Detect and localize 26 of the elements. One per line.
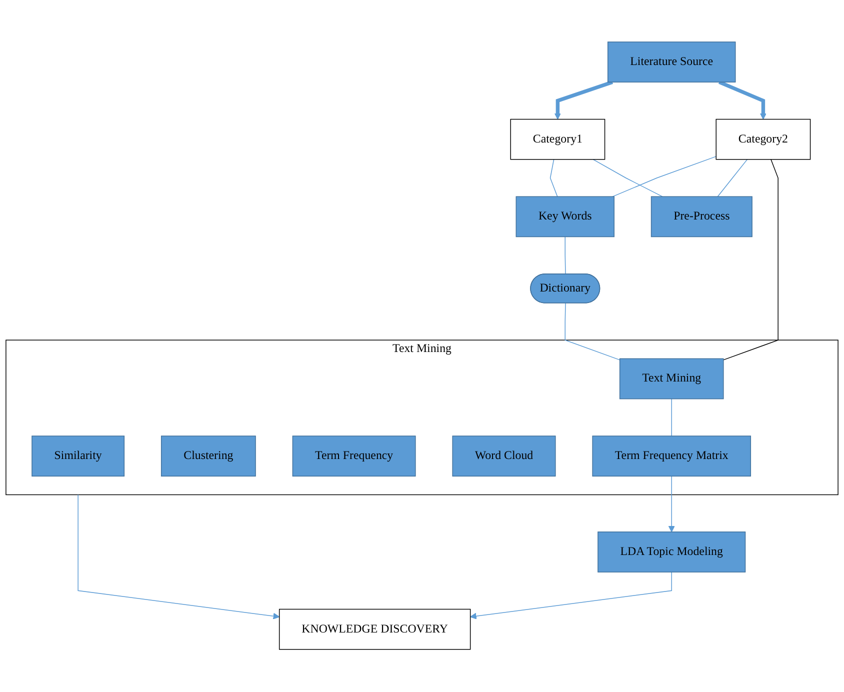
connector: [723, 159, 778, 361]
node-box: Literature Source: [607, 42, 736, 83]
connector: [592, 159, 663, 198]
node-box: LDA Topic Modeling: [598, 532, 746, 573]
node-box: Category1: [510, 119, 606, 160]
connector: [550, 159, 558, 198]
connector: [612, 156, 716, 198]
node-box: KNOWLEDGE DISCOVERY: [278, 609, 471, 650]
arrow: [470, 572, 672, 620]
connector: [564, 236, 566, 275]
node-box: Pre-Process: [650, 196, 752, 238]
node-box: Term Frequency: [292, 436, 416, 477]
arrow: [718, 80, 766, 120]
arrow: [78, 494, 280, 620]
connector: [671, 398, 672, 437]
node-box: Similarity: [32, 436, 125, 477]
node-box: Category2: [716, 119, 811, 160]
connector: [564, 303, 620, 361]
node-box: Text Mining: [619, 358, 724, 400]
arrow: [554, 80, 614, 120]
arrow: [668, 476, 675, 533]
node-box: Key Words: [516, 196, 614, 238]
connector: [717, 159, 748, 198]
node-box: Word Cloud: [452, 436, 556, 477]
node-box: Term Frequency Matrix: [592, 436, 752, 477]
node-box: Clustering: [160, 436, 256, 477]
